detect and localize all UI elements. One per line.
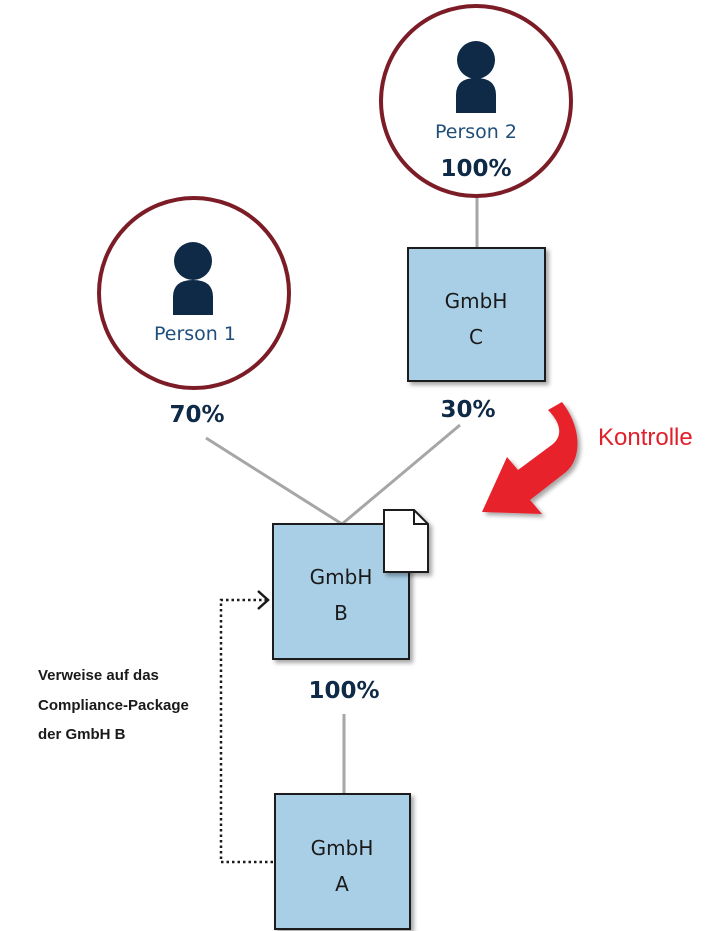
document-icon [383, 509, 429, 573]
reference-note-line3: der GmbH B [38, 726, 126, 743]
connector-person1-b [205, 436, 343, 526]
company-c-line2: C [469, 325, 483, 349]
ownership-b-a: 100% [308, 678, 379, 704]
ownership-person1-b: 70% [169, 402, 224, 428]
person-2-label: Person 2 [435, 121, 517, 143]
control-arrow-icon [482, 402, 578, 514]
connector-c-b [341, 423, 461, 526]
company-a-line1: GmbH [311, 836, 374, 860]
person-1-node: Person 1 [97, 196, 291, 390]
company-b-line1: GmbH [310, 565, 373, 589]
person-2-percent: 100% [440, 156, 511, 182]
company-b-line2: B [334, 601, 348, 625]
reference-note-line1: Verweise auf das [38, 667, 159, 684]
person-2-node: Person 2 100% [379, 4, 573, 198]
company-c-line1: GmbH [445, 289, 508, 313]
company-c-box: GmbH C [407, 247, 546, 382]
company-a-line2: A [335, 872, 349, 896]
reference-note-line2: Compliance-Package [38, 697, 189, 714]
person-icon [456, 41, 496, 113]
connectors [205, 196, 479, 794]
person-icon [173, 242, 213, 315]
ownership-c-b: 30% [440, 397, 495, 423]
reference-arrow [219, 590, 273, 864]
person-1-label: Person 1 [154, 323, 236, 345]
control-label: Kontrolle [598, 424, 693, 451]
company-a-box: GmbH A [274, 793, 411, 930]
